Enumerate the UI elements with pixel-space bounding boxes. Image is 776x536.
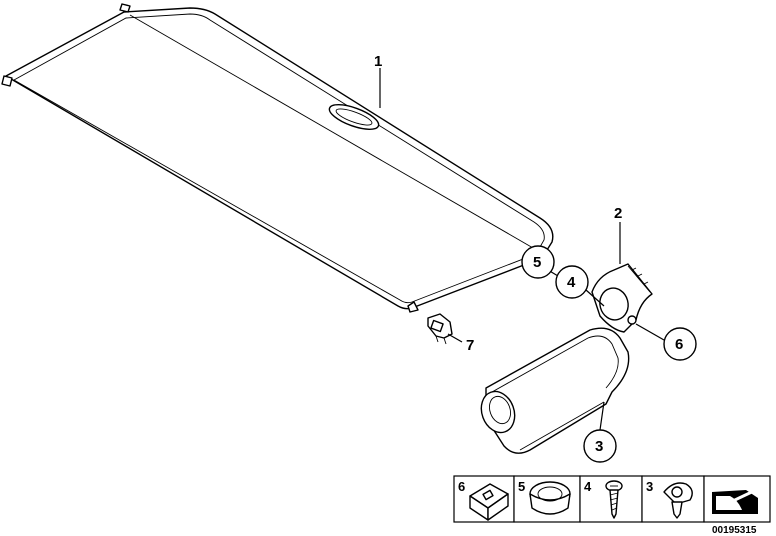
strip-cell-6: 6 <box>458 479 509 521</box>
callout-5-label: 5 <box>533 254 541 271</box>
leader-lines <box>379 68 665 431</box>
luggage-cover-part <box>1 3 554 313</box>
callout-6-label: 6 <box>675 336 683 353</box>
upper-duct-part-2 <box>591 263 653 333</box>
clip-part-7 <box>427 313 453 345</box>
expanding-rivet-icon <box>663 482 693 519</box>
callout-3: 3 <box>583 429 617 463</box>
callout-4-label: 4 <box>567 274 576 291</box>
callout-2-label: 2 <box>614 205 622 222</box>
callout-3-label: 3 <box>595 438 603 455</box>
square-clip-icon <box>469 483 509 521</box>
parts-strip: 6 5 4 <box>453 475 771 523</box>
callout-4: 4 <box>555 265 589 299</box>
callout-2: 2 <box>614 205 622 222</box>
strip-cell-4: 4 <box>584 479 623 519</box>
trim-duct-part-3 <box>480 327 630 454</box>
strip-number-4: 4 <box>584 479 592 494</box>
callout-6: 6 <box>663 327 697 361</box>
callout-1: 1 <box>374 53 382 70</box>
callout-7: 7 <box>466 337 474 354</box>
strip-number-5: 5 <box>518 479 525 494</box>
strip-number-6: 6 <box>458 479 465 494</box>
strip-cell-arrow <box>712 488 758 514</box>
document-id: 00195315 <box>712 525 757 536</box>
arrow-wedge-icon <box>712 488 758 514</box>
callout-5: 5 <box>521 245 555 279</box>
callout-1-label: 1 <box>374 53 382 70</box>
strip-cell-5: 5 <box>518 479 571 515</box>
ring-clip-icon <box>529 481 571 515</box>
callout-7-label: 7 <box>466 337 474 354</box>
screw-icon <box>605 480 623 519</box>
strip-cell-3: 3 <box>646 479 693 519</box>
strip-number-3: 3 <box>646 479 653 494</box>
